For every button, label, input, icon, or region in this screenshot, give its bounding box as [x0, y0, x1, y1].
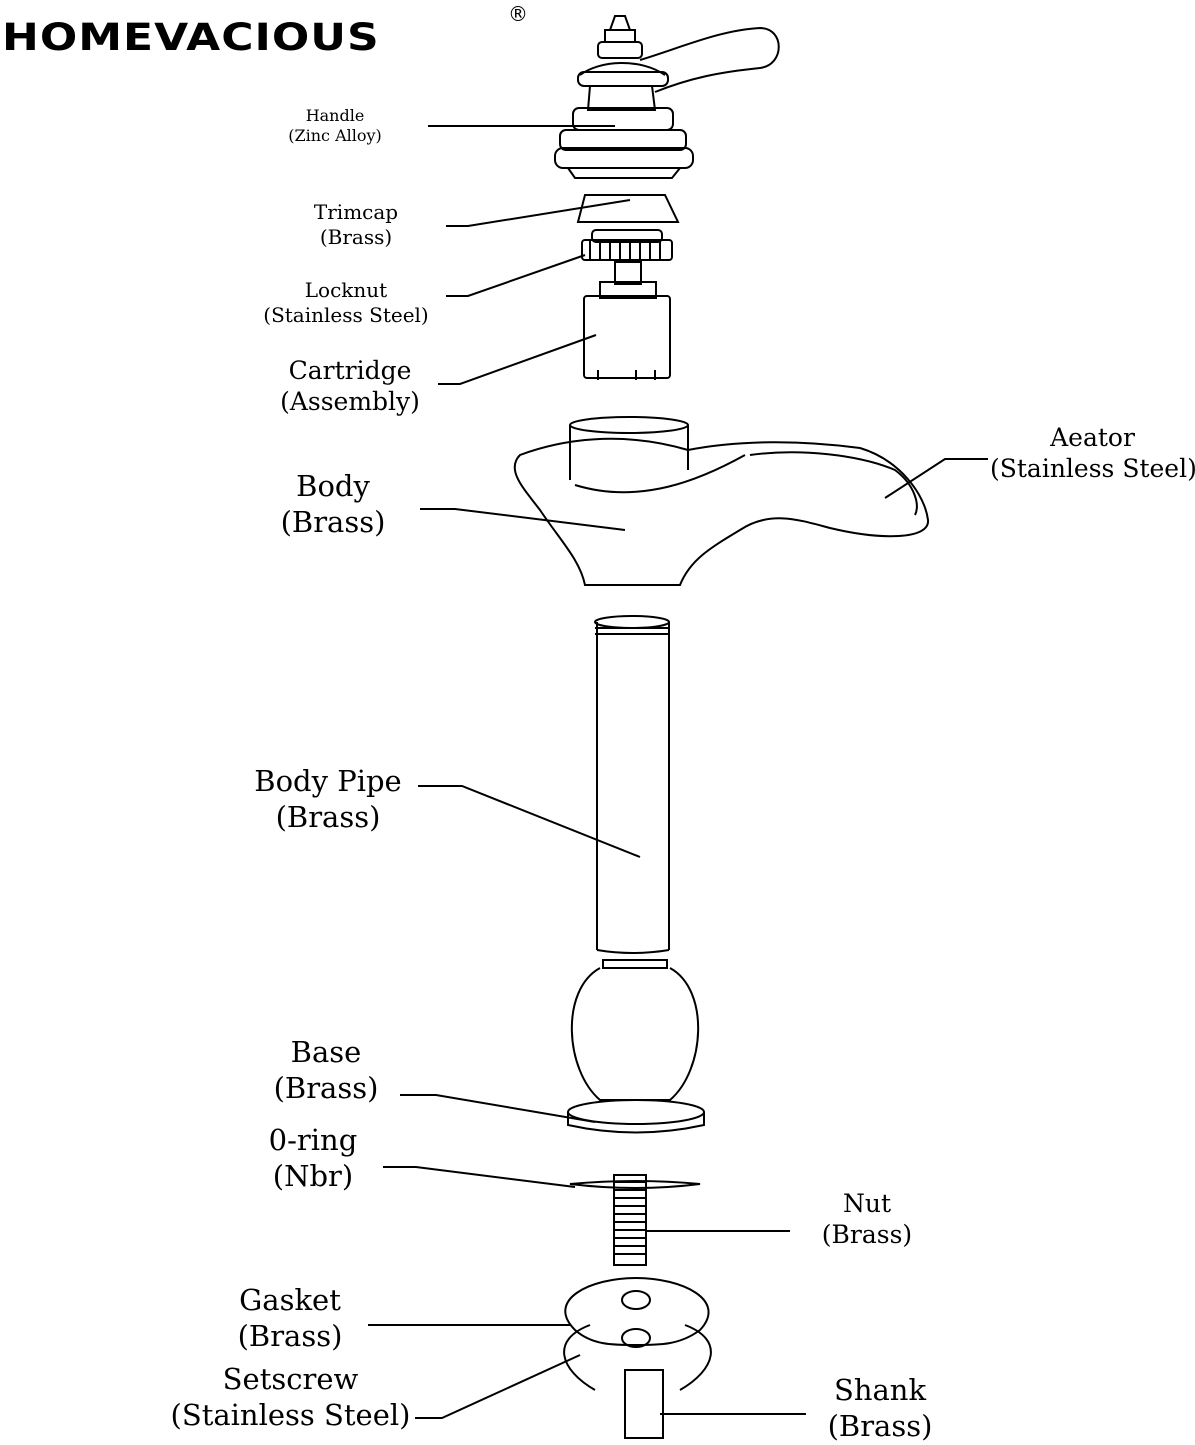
brand-logo: HOMEVACIOUS	[2, 16, 380, 60]
label-shank: Shank(Brass)	[827, 1373, 933, 1444]
gasket-part	[564, 1276, 710, 1348]
o-ring-part	[569, 1180, 701, 1189]
label-handle: Handle(Zinc Alloy)	[288, 106, 382, 145]
label-gasket: Gasket(Brass)	[237, 1283, 343, 1354]
label-locknut: Locknut(Stainless Steel)	[263, 278, 429, 327]
leader-lines	[368, 125, 988, 1419]
base-part	[567, 959, 705, 1134]
handle-part	[554, 15, 780, 179]
label-base: Base(Brass)	[273, 1035, 379, 1106]
label-nut: Nut(Brass)	[821, 1189, 913, 1250]
label-setscrew: Setscrew(Stainless Steel)	[170, 1362, 411, 1433]
label-body-pipe: Body Pipe(Brass)	[254, 764, 402, 835]
registered-mark: ®	[508, 2, 528, 26]
label-aerator: Aeator(Stainless Steel)	[990, 423, 1195, 484]
cartridge-part	[583, 261, 671, 380]
setscrew-part	[563, 1324, 712, 1391]
label-o-ring: 0-ring(Nbr)	[268, 1123, 358, 1194]
trimcap-part	[576, 194, 680, 223]
body-pipe-part	[594, 615, 670, 954]
label-cartridge: Cartridge(Assembly)	[280, 356, 420, 417]
body-part	[513, 416, 930, 586]
label-trimcap: Trimcap(Brass)	[313, 200, 399, 249]
shank-part	[624, 1369, 664, 1439]
locknut-part	[581, 229, 673, 261]
label-body: Body(Brass)	[280, 469, 386, 540]
nut-part	[613, 1174, 647, 1266]
